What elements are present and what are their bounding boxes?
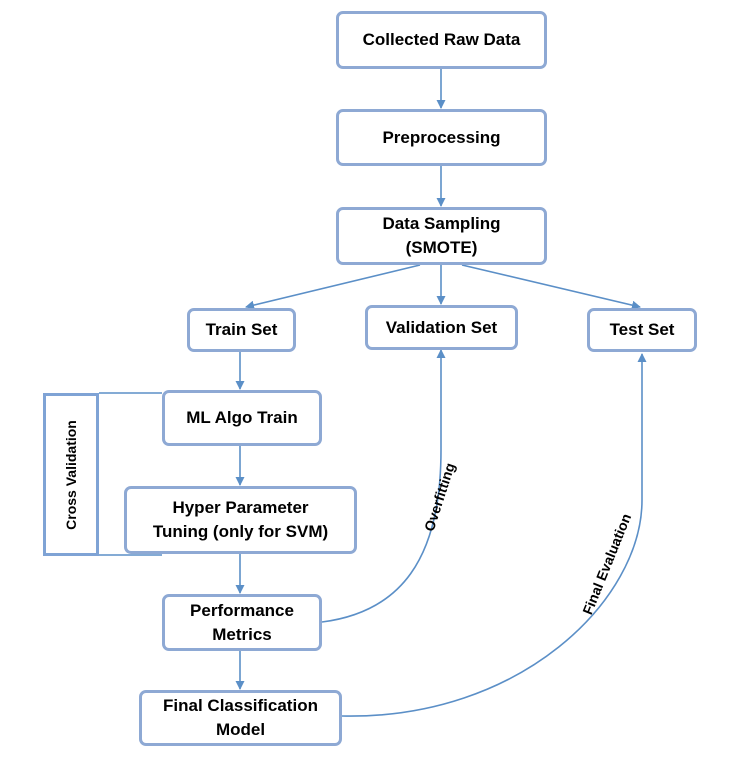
node-performance-metrics: Performance Metrics <box>162 594 322 651</box>
arrow-final-evaluation-curve <box>341 353 647 717</box>
arrow-sampling-to-test <box>461 264 641 310</box>
cross-validation-bracket <box>43 393 99 556</box>
node-test-set: Test Set <box>587 308 697 352</box>
node-train-set: Train Set <box>187 308 296 352</box>
node-collected-raw-data: Collected Raw Data <box>336 11 547 69</box>
node-validation-set: Validation Set <box>365 305 518 350</box>
node-preprocessing: Preprocessing <box>336 109 547 166</box>
node-ml-algo-train: ML Algo Train <box>162 390 322 446</box>
cross-validation-label: Cross Validation <box>63 420 79 530</box>
node-final-classification-model: Final Classification Model <box>139 690 342 746</box>
arrow-overfitting-curve <box>321 349 446 623</box>
arrow-sampling-to-train <box>245 264 421 310</box>
node-hyper-parameter-tuning: Hyper Parameter Tuning (only for SVM) <box>124 486 357 554</box>
node-data-sampling: Data Sampling (SMOTE) <box>336 207 547 265</box>
